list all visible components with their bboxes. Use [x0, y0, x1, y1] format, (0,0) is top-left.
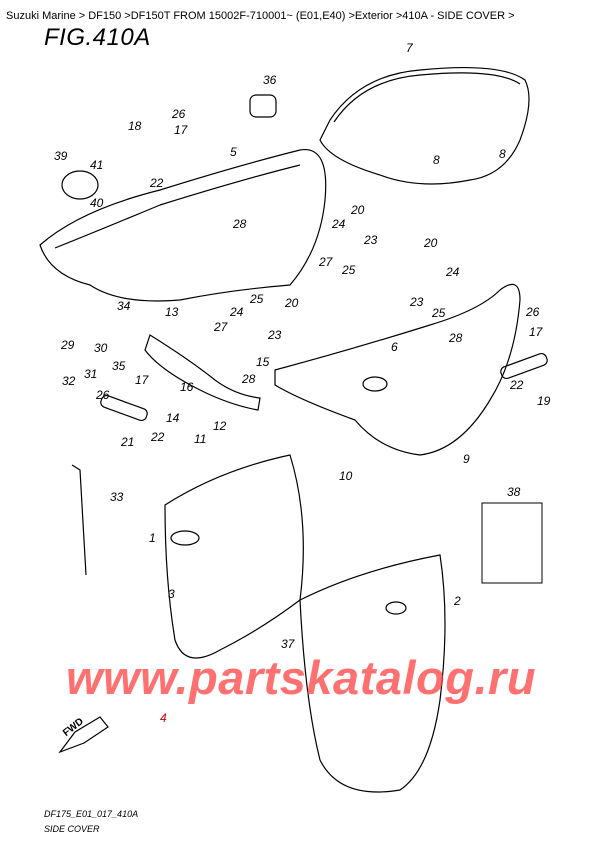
callout-22c[interactable]: 22: [510, 378, 524, 392]
callout-13[interactable]: 13: [165, 305, 179, 319]
callout-29[interactable]: 29: [61, 338, 75, 352]
callout-23[interactable]: 23: [364, 233, 378, 247]
callout-40[interactable]: 40: [90, 196, 104, 210]
callout-28c[interactable]: 28: [242, 372, 256, 386]
callout-37[interactable]: 37: [281, 637, 295, 651]
callout-19[interactable]: 19: [537, 394, 551, 408]
breadcrumb[interactable]: Suzuki Marine > DF150 >DF150T FROM 15002…: [6, 10, 515, 22]
callout-25b[interactable]: 25: [432, 306, 446, 320]
callout-38[interactable]: 38: [507, 485, 521, 499]
callout-3[interactable]: 3: [168, 587, 175, 601]
callout-26b[interactable]: 26: [96, 388, 110, 402]
callout-22[interactable]: 22: [150, 176, 164, 190]
callout-12[interactable]: 12: [213, 419, 227, 433]
callout-20[interactable]: 20: [351, 203, 365, 217]
callout-15[interactable]: 15: [256, 355, 270, 369]
callout-20b[interactable]: 20: [424, 236, 438, 250]
callout-7[interactable]: 7: [406, 41, 413, 55]
callout-6[interactable]: 6: [391, 340, 398, 354]
callout-27b[interactable]: 27: [214, 320, 228, 334]
upper-side-cover: [39, 149, 327, 302]
callout-24c[interactable]: 24: [230, 305, 244, 319]
side-cover-1: [164, 454, 304, 659]
figure-title: FIG.410A: [44, 24, 151, 51]
fwd-arrow-icon: [58, 716, 109, 754]
callout-22b[interactable]: 22: [151, 430, 165, 444]
callout-26c[interactable]: 26: [526, 305, 540, 319]
callout-28b[interactable]: 28: [449, 331, 463, 345]
callout-41[interactable]: 41: [90, 158, 104, 172]
caution-label: [481, 502, 543, 584]
callout-17[interactable]: 17: [174, 123, 188, 137]
callout-27[interactable]: 27: [319, 255, 333, 269]
side-cover-rear: [274, 283, 521, 456]
callout-17b[interactable]: 17: [135, 373, 149, 387]
callout-33[interactable]: 33: [110, 490, 124, 504]
seal-ring: [319, 66, 530, 185]
front-bracket: [144, 334, 261, 411]
latch-right: [500, 352, 548, 380]
callout-35[interactable]: 35: [112, 359, 126, 373]
grommet: [61, 170, 99, 200]
callout-24b[interactable]: 24: [446, 265, 460, 279]
callout-17c[interactable]: 17: [529, 325, 543, 339]
callout-36[interactable]: 36: [263, 73, 277, 87]
callout-25c[interactable]: 25: [250, 292, 264, 306]
callout-26[interactable]: 26: [172, 107, 186, 121]
callout-1[interactable]: 1: [149, 531, 156, 545]
callout-28[interactable]: 28: [233, 217, 247, 231]
callout-8[interactable]: 8: [433, 153, 440, 167]
callout-25[interactable]: 25: [342, 263, 356, 277]
side-cover-2-hole: [385, 601, 407, 615]
drawing-code: DF175_E01_017_410A: [44, 809, 139, 819]
latch-left: [100, 394, 148, 422]
plug: [249, 94, 277, 118]
side-cover-1-hole: [170, 530, 200, 546]
callout-2[interactable]: 2: [454, 594, 461, 608]
callout-11[interactable]: 11: [194, 432, 207, 446]
strap: [71, 464, 87, 576]
callout-39[interactable]: 39: [54, 149, 68, 163]
callout-9[interactable]: 9: [463, 452, 470, 466]
upper-side-cover-edge: [54, 164, 301, 249]
callout-16[interactable]: 16: [180, 380, 194, 394]
callout-23b[interactable]: 23: [410, 295, 424, 309]
callout-30[interactable]: 30: [94, 341, 108, 355]
callout-34[interactable]: 34: [117, 299, 131, 313]
callout-8b[interactable]: 8: [499, 147, 506, 161]
callout-23c[interactable]: 23: [268, 328, 282, 342]
callout-20c[interactable]: 20: [285, 296, 299, 310]
callout-5[interactable]: 5: [230, 145, 237, 159]
callout-21[interactable]: 21: [121, 435, 135, 449]
callout-18[interactable]: 18: [128, 119, 142, 133]
drawing-caption: SIDE COVER: [44, 824, 100, 834]
watermark: www.partskatalog.ru: [66, 651, 537, 704]
callout-10[interactable]: 10: [339, 469, 353, 483]
callout-31[interactable]: 31: [84, 367, 98, 381]
side-cover-2: [299, 554, 446, 793]
callout-32[interactable]: 32: [62, 374, 76, 388]
callout-14[interactable]: 14: [166, 411, 180, 425]
callout-24[interactable]: 24: [332, 217, 346, 231]
side-cover-rear-hole: [362, 376, 388, 392]
seal-ring-inner: [333, 72, 521, 123]
callout-4[interactable]: 4: [160, 711, 167, 725]
